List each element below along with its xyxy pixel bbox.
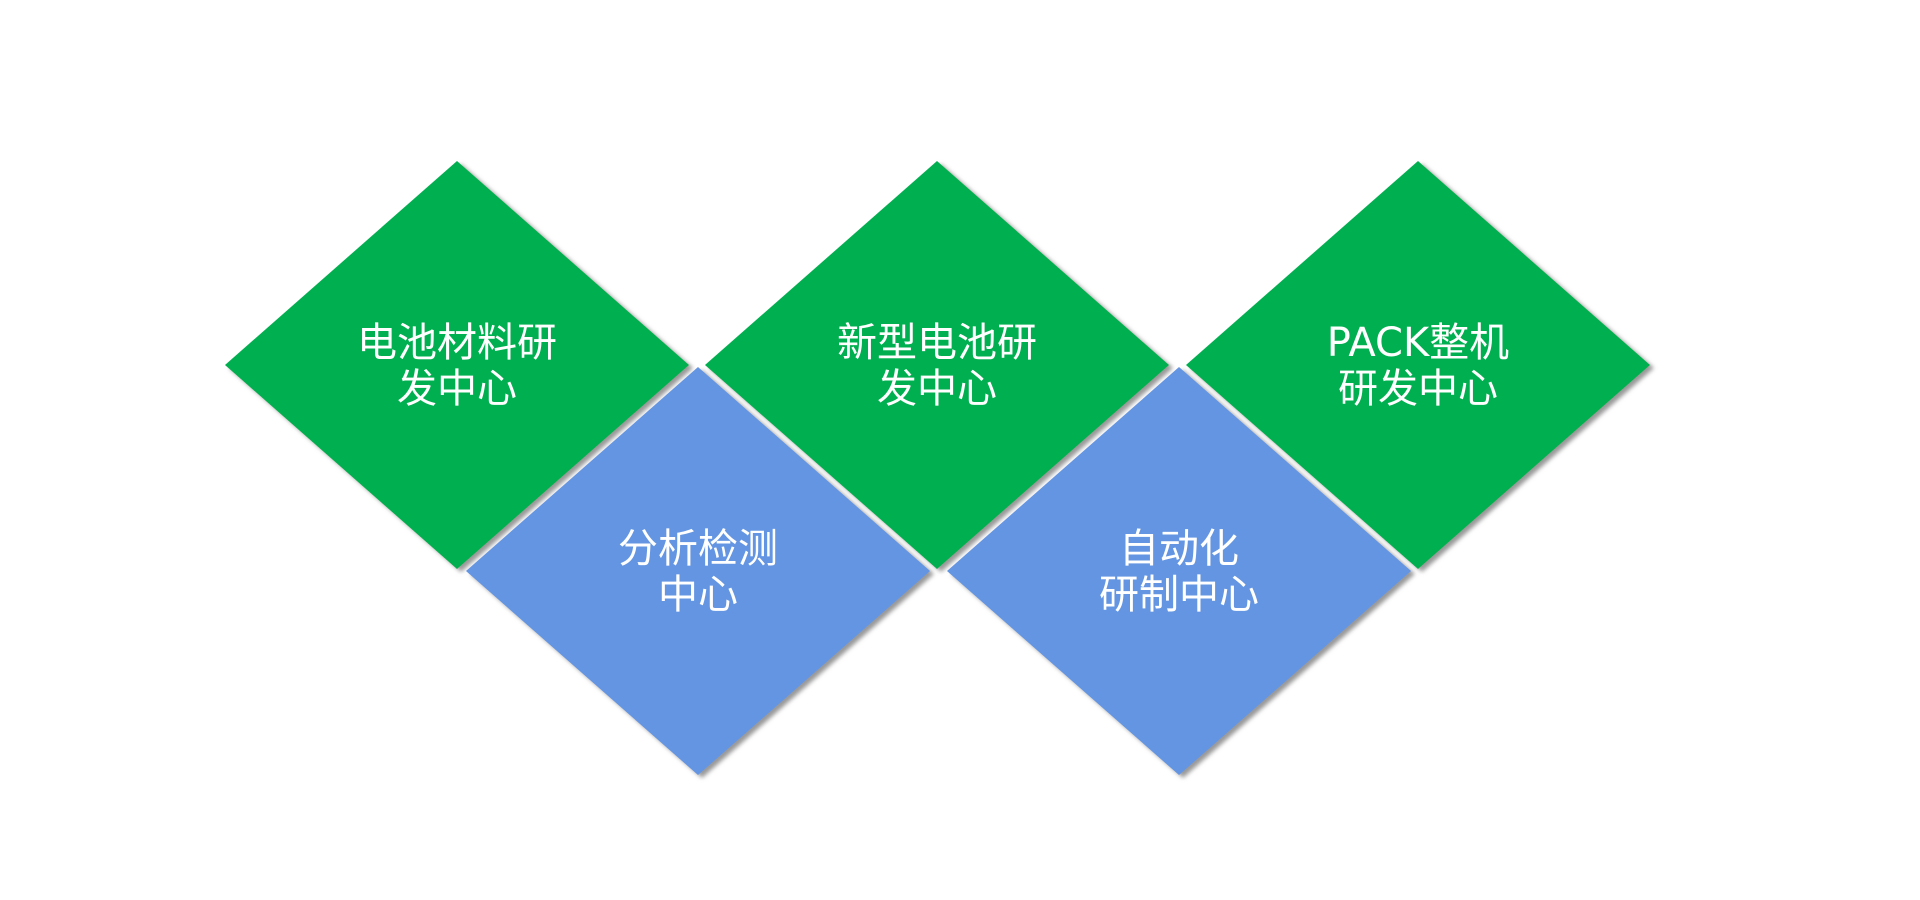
diamond-label-line: 自动化 [1119,526,1239,572]
diamond-label-line: 研制中心 [1099,572,1259,618]
diamond-label-line: 电池材料研 [357,320,557,366]
diamond-shape [947,367,1411,775]
diamond-label-line: 发中心 [397,366,517,412]
diamond-label-line: 研发中心 [1338,366,1498,412]
diamond-label-line: 中心 [658,572,738,618]
diamond-shape [466,367,930,775]
diamond-shape [225,161,689,569]
diamond-shape [705,161,1169,569]
diamond-shape [1186,161,1650,569]
diamond-label-line: 新型电池研 [837,320,1037,366]
diamond-label-line: PACK整机 [1327,320,1509,366]
diamond-label-line: 分析检测 [618,526,778,572]
diamond-label-line: 发中心 [877,366,997,412]
